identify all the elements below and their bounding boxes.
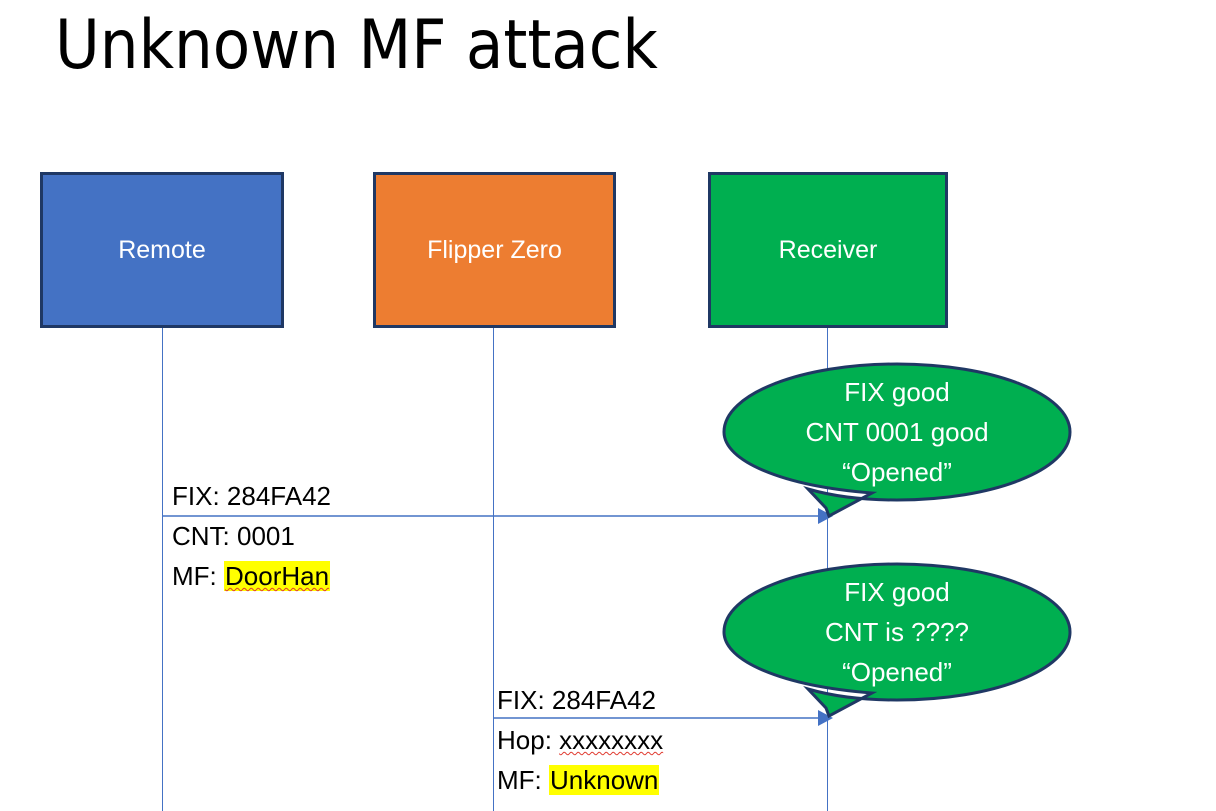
speech-bubble-1-text: FIX good CNT 0001 good “Opened” [722, 372, 1072, 492]
speech-bubble-2-text: FIX good CNT is ???? “Opened” [722, 572, 1072, 692]
actor-label-receiver: Receiver [778, 235, 878, 264]
actor-label-flipper: Flipper Zero [427, 235, 562, 264]
bubble-2-line-1: FIX good [844, 577, 950, 607]
message-1-cnt: CNT: 0001 [172, 521, 295, 551]
actor-box-flipper[interactable]: Flipper Zero [373, 172, 616, 328]
message-1-mf-prefix: MF: [172, 561, 224, 591]
message-2-mf-value: Unknown [549, 765, 660, 795]
message-2-mf: MF: Unknown [497, 760, 660, 800]
speech-bubble-response-1: FIX good CNT 0001 good “Opened” [722, 362, 1072, 519]
speech-bubble-1-shape [722, 362, 1072, 519]
actor-box-receiver[interactable]: Receiver [708, 172, 948, 328]
page-title: Unknown MF attack [55, 6, 658, 85]
actor-box-remote[interactable]: Remote [40, 172, 284, 328]
actor-label-remote: Remote [118, 235, 206, 264]
bubble-1-line-1: FIX good [844, 377, 950, 407]
bubble-1-line-3: “Opened” [842, 457, 952, 487]
speech-bubble-2-shape [722, 562, 1072, 719]
message-2-mf-prefix: MF: [497, 765, 549, 795]
bubble-2-line-2: CNT is ???? [824, 617, 970, 647]
bubble-2-line-3: “Opened” [842, 657, 952, 687]
lifeline-flipper [493, 328, 494, 811]
message-2-hop: Hop: xxxxxxxx [497, 720, 663, 760]
speech-bubble-response-2: FIX good CNT is ???? “Opened” [722, 562, 1072, 719]
message-1-mf: MF: DoorHan [172, 556, 331, 596]
lifeline-remote [162, 328, 163, 811]
message-2-hop-value: xxxxxxxx [559, 725, 664, 755]
message-2-fix: FIX: 284FA42 [497, 685, 656, 715]
message-1-fix: FIX: 284FA42 [172, 481, 331, 511]
message-1-mf-value: DoorHan [224, 561, 331, 591]
bubble-1-line-2: CNT 0001 good [805, 417, 989, 447]
message-2-hop-prefix: Hop: [497, 725, 560, 755]
